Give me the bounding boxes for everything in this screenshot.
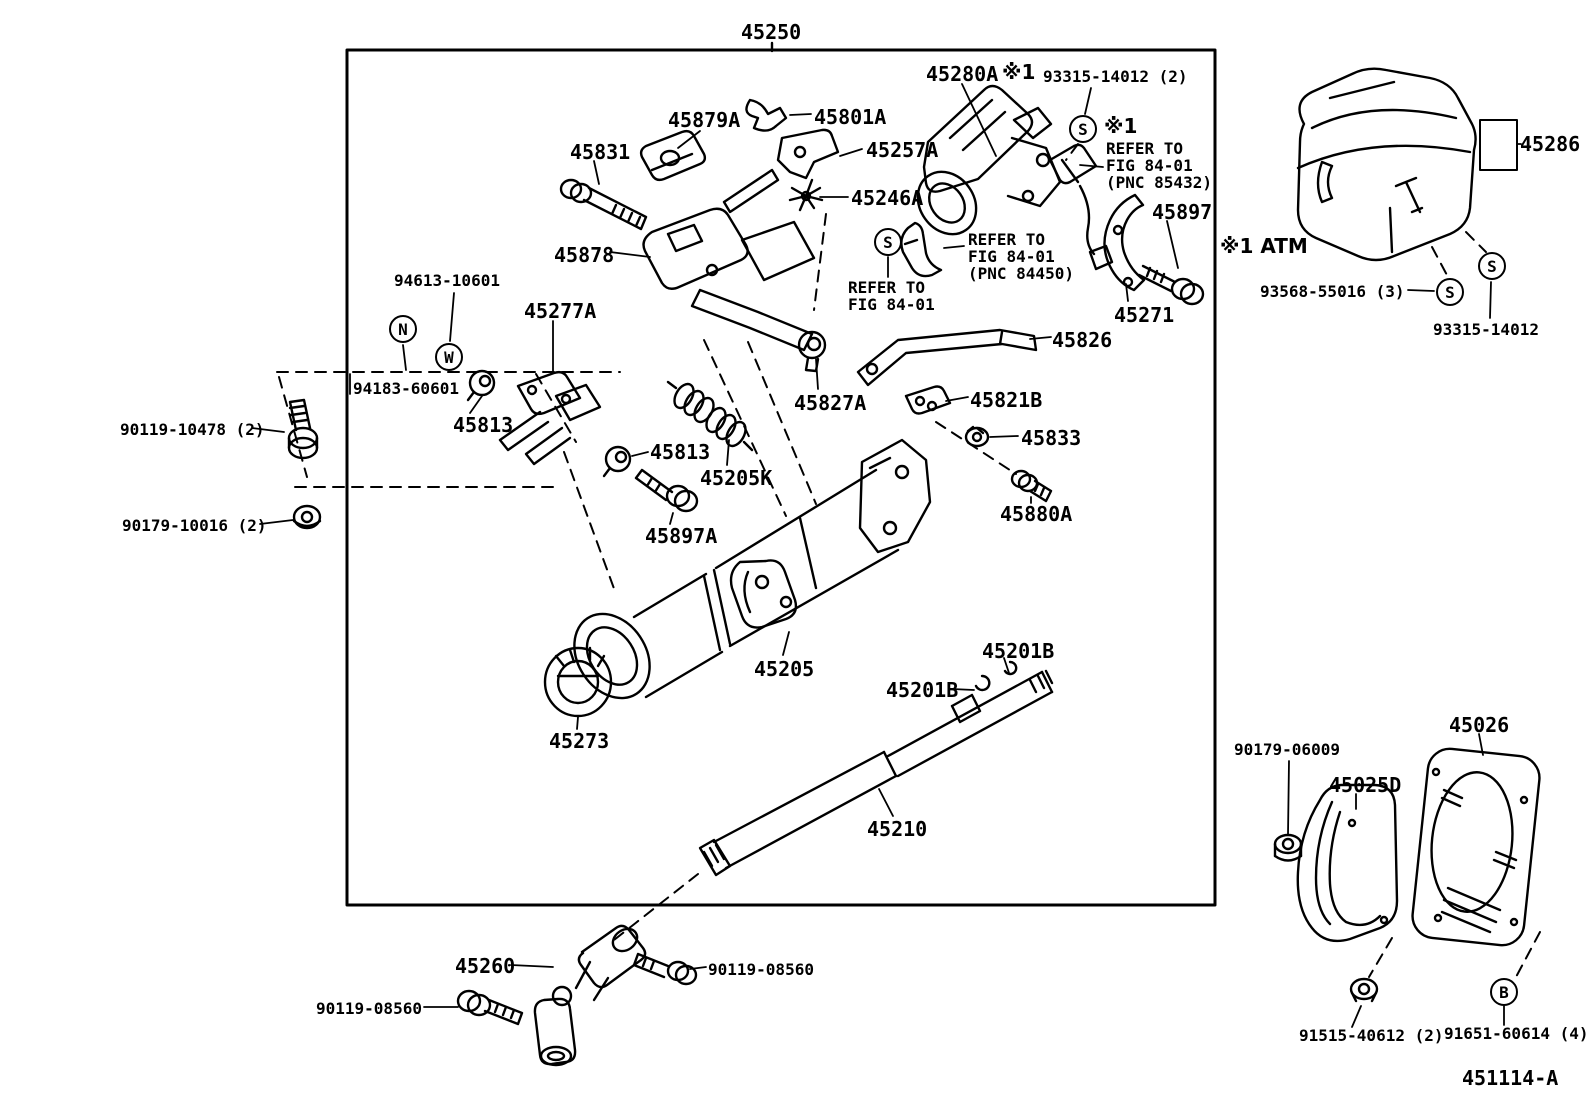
part-label-45878: 45878 <box>554 243 615 267</box>
bolt-45897a-shape <box>634 468 699 513</box>
part-label-90119-10478: 90119-10478 (2) <box>120 420 265 439</box>
part-label-45831: 45831 <box>570 140 631 164</box>
part-label-45205: 45205 <box>754 657 815 681</box>
bolt-45831-shape <box>559 178 648 231</box>
symbol-s-2: S <box>1069 115 1097 143</box>
clamp-45879a-shape <box>639 129 707 182</box>
part-label-90119-08560-r: 90119-08560 <box>708 960 814 979</box>
hook-45801a-shape <box>745 98 788 132</box>
dashed-lines <box>276 143 1541 978</box>
collar-45273-shape <box>543 646 613 718</box>
part-label-45833: 45833 <box>1021 426 1082 450</box>
leader-lines <box>251 83 1522 1028</box>
part-label-94183-60601: 94183-60601 <box>353 379 459 398</box>
pawl-pnc84450-shape <box>900 221 943 278</box>
part-label-94613-10601: 94613-10601 <box>394 271 500 290</box>
stud-and-nut-left-shapes <box>287 398 322 530</box>
main-shaft-45210-shape <box>698 660 1054 877</box>
refer-note-pnc85432: REFER TO FIG 84-01 (PNC 85432) <box>1106 139 1212 192</box>
part-label-93568-55016: 93568-55016 (3) <box>1260 282 1405 301</box>
part-label-45897a: 45897A <box>645 524 718 548</box>
part-label-93315-14012-r: 93315-14012 <box>1433 320 1539 339</box>
clip-45827a-shape <box>797 330 827 373</box>
symbol-s-3: S <box>1436 278 1464 306</box>
part-label-45879a: 45879A <box>668 108 741 132</box>
cover-45025d-shape <box>1296 783 1399 943</box>
part-label-45280a: 45280A <box>926 62 999 86</box>
part-label-45025d: 45025D <box>1329 773 1402 797</box>
note-ref-1-top: ※1 <box>1002 60 1036 84</box>
part-label-45801a: 45801A <box>814 105 887 129</box>
lock-housing-45280a-shape <box>916 84 1062 236</box>
column-cover-45286-shape <box>1296 67 1518 262</box>
refer-note-fig84-01: REFER TO FIG 84-01 <box>848 278 935 314</box>
bracket-45277a-shape <box>498 370 602 466</box>
part-label-45277a: 45277A <box>524 299 597 323</box>
assembly-frame <box>345 41 1217 907</box>
part-label-45897: 45897 <box>1152 200 1213 224</box>
nut-91515-shape <box>1349 977 1379 1003</box>
bracket-45271-shape <box>1103 193 1146 292</box>
bracket-45826-shape <box>856 328 1038 387</box>
part-label-45821b: 45821B <box>970 388 1043 412</box>
part-label-45026: 45026 <box>1449 713 1510 737</box>
grommet-45813-shapes <box>466 369 632 478</box>
part-label-45250: 45250 <box>741 20 802 44</box>
clip-45246a-shape <box>788 178 824 212</box>
part-label-91651-60614: 91651-60614 (4) <box>1444 1024 1589 1043</box>
nut-90179-06009-shape <box>1273 833 1303 862</box>
part-label-45201b-1: 45201B <box>982 639 1055 663</box>
lever-45257a-shape <box>722 128 840 214</box>
part-label-45827a: 45827A <box>794 391 867 415</box>
u-joint-45260-shape <box>533 924 647 1067</box>
nut-45833-shape <box>964 425 990 448</box>
bolt-90119-08560-shapes <box>456 952 698 1026</box>
symbol-s-4: S <box>1478 252 1506 280</box>
part-label-45260: 45260 <box>455 954 516 978</box>
symbol-b: B <box>1490 978 1518 1006</box>
part-label-45246a: 45246A <box>851 186 924 210</box>
part-label-90179-10016: 90179-10016 (2) <box>122 516 267 535</box>
note-atm: ※1 ATM <box>1220 234 1308 258</box>
part-label-91515-40612: 91515-40612 (2) <box>1299 1026 1444 1045</box>
part-label-45813-2: 45813 <box>650 440 711 464</box>
part-label-93315-14012-top: 93315-14012 (2) <box>1043 67 1188 86</box>
gasket-45026-shape <box>1411 747 1541 947</box>
note-ref-1-mid: ※1 <box>1104 114 1138 138</box>
part-label-90119-08560-l: 90119-08560 <box>316 999 422 1018</box>
refer-note-pnc84450: REFER TO FIG 84-01 (PNC 84450) <box>968 230 1074 283</box>
bracket-45878-shape <box>642 207 816 352</box>
symbol-s-1: S <box>874 228 902 256</box>
part-label-45273: 45273 <box>549 729 610 753</box>
part-label-45210: 45210 <box>867 817 928 841</box>
springs-45205k-shape <box>666 380 754 452</box>
figure-code: 451114-A <box>1462 1066 1559 1090</box>
symbol-n: N <box>389 315 417 343</box>
bolt-45897-shape <box>1137 264 1205 306</box>
part-label-45257a: 45257A <box>866 138 939 162</box>
ignition-switch-shape <box>1048 143 1114 271</box>
part-label-45205k: 45205K <box>700 466 773 490</box>
part-label-45201b-2: 45201B <box>886 678 959 702</box>
part-label-45271: 45271 <box>1114 303 1175 327</box>
part-label-45813-1: 45813 <box>453 413 514 437</box>
part-label-45826: 45826 <box>1052 328 1113 352</box>
bracket-45821b-shape <box>904 385 952 415</box>
part-label-45286: 45286 <box>1520 132 1581 156</box>
symbol-w: W <box>435 343 463 371</box>
part-label-90179-06009: 90179-06009 <box>1234 740 1340 759</box>
part-label-45880a: 45880A <box>1000 502 1073 526</box>
bolt-45880a-shape <box>1010 469 1053 503</box>
